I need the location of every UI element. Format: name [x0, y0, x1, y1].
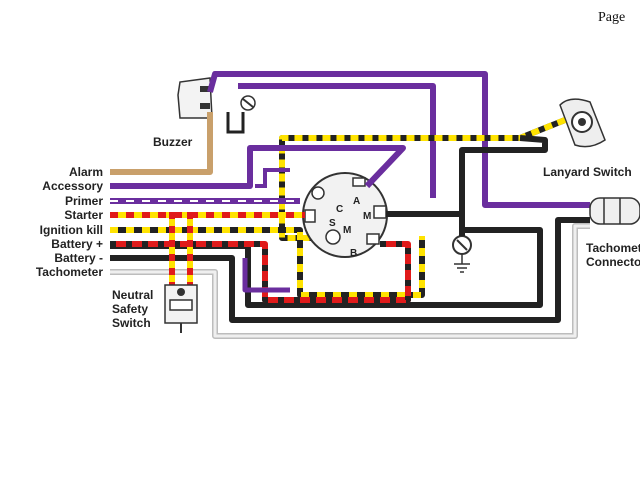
wire-ignition-kill-run	[110, 227, 425, 298]
neutral-safety-label-2: Safety	[112, 302, 148, 316]
neutral-safety-switch-icon	[164, 284, 198, 333]
buzzer-icon	[177, 77, 256, 134]
tachometer-connector-label-2: Connector	[586, 255, 640, 269]
wire-purple-lower	[242, 258, 290, 293]
ground-icon	[452, 235, 472, 273]
lanyard-switch-icon	[559, 98, 606, 148]
page-header: Page	[598, 10, 625, 25]
wire-key-m-ground	[386, 211, 465, 236]
wire-label-accessory: Accessory	[42, 179, 103, 193]
wire-accessory-run	[110, 145, 406, 189]
buzzer-label: Buzzer	[153, 135, 193, 149]
key-terminal-m2: M	[343, 225, 351, 236]
neutral-safety-label-3: Switch	[112, 316, 151, 330]
wire-label-starter: Starter	[64, 208, 103, 222]
key-terminal-m1: M	[363, 211, 371, 222]
wire-label-tachometer: Tachometer	[36, 265, 103, 279]
key-terminal-c: C	[336, 204, 343, 215]
key-terminal-s: S	[329, 218, 336, 229]
wire-label-alarm: Alarm	[69, 165, 103, 179]
key-terminal-b: B	[350, 248, 357, 259]
wire-alarm	[110, 112, 213, 175]
wire-label-ignition-kill: Ignition kill	[40, 223, 103, 237]
wire-buzzer-purple-2	[238, 83, 436, 198]
wire-lanyard-ground	[459, 135, 548, 240]
wire-label-primer: Primer	[65, 194, 103, 208]
key-terminal-a: A	[353, 196, 360, 207]
lanyard-switch-label: Lanyard Switch	[543, 165, 632, 179]
wire-battery-neg-run	[110, 217, 590, 323]
neutral-safety-label-1: Neutral	[112, 288, 153, 302]
wire-label-battery-pos: Battery +	[51, 237, 103, 251]
key-switch-icon	[302, 172, 388, 258]
wire-buzzer-purple	[207, 71, 590, 208]
tachometer-connector-icon	[589, 197, 640, 225]
wire-label-battery-neg: Battery -	[54, 251, 103, 265]
tachometer-connector-label-1: Tachometer	[586, 241, 640, 255]
harness-labels: Alarm Accessory Primer Starter Ignition …	[36, 165, 103, 279]
